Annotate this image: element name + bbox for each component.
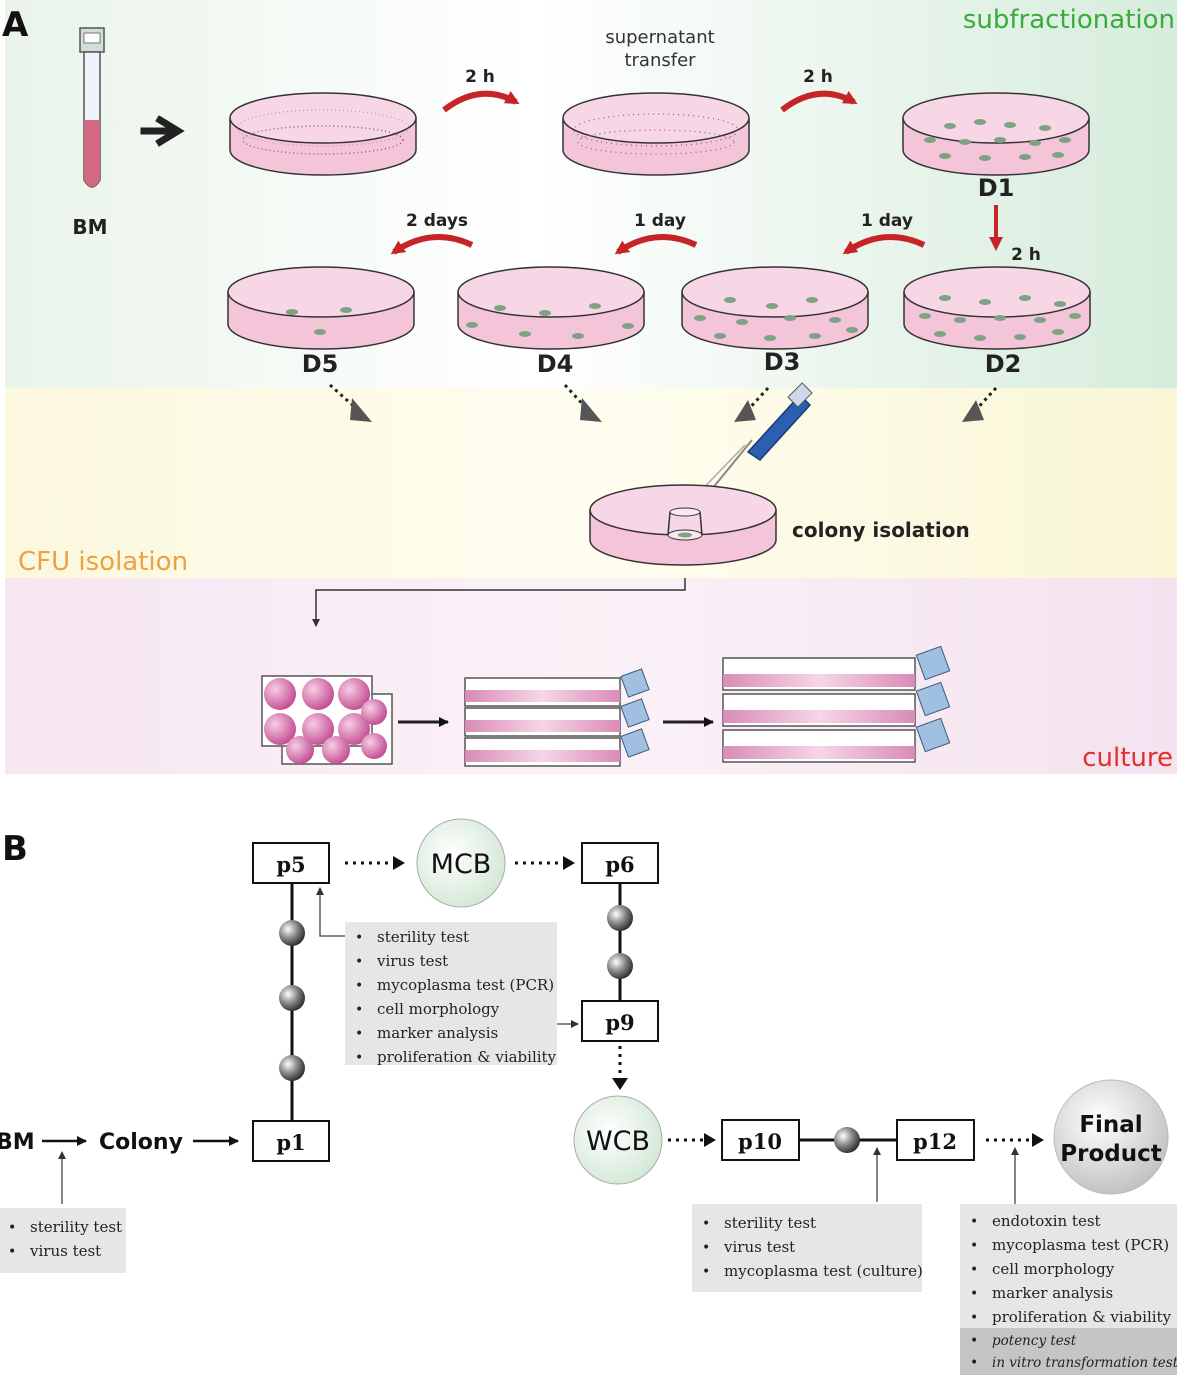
label-p12: p12 (913, 1129, 957, 1154)
red-arrow-2 (780, 90, 858, 113)
time-label-2days: 2 days (406, 211, 468, 231)
final-product-circle (1053, 1079, 1169, 1195)
label-p6: p6 (605, 852, 634, 877)
test-item: sterility test (355, 926, 551, 950)
box-p6 (581, 842, 659, 884)
test-item: cell morphology (970, 1258, 1171, 1282)
test-list-p10: sterility test virus test mycoplasma tes… (692, 1204, 923, 1292)
supernatant-label-line1: supernatant (605, 27, 714, 48)
test-item: mycoplasma test (PCR) (355, 974, 554, 998)
test-item: virus test (702, 1236, 916, 1260)
dish-2 (562, 92, 750, 176)
box-p9 (581, 1000, 659, 1042)
red-arrow-5 (842, 234, 926, 255)
supernatant-label-line2: transfer (624, 50, 696, 71)
red-arrow-3 (390, 234, 474, 255)
section-cfu-isolation: CFU isolation (18, 547, 188, 577)
pipette-icon (689, 382, 813, 503)
bm-label: BM (72, 215, 107, 239)
test-list-bm: sterility test virus test (0, 1208, 126, 1273)
test-item: potency test (970, 1330, 1171, 1352)
test-item: mycoplasma test (culture) (702, 1260, 923, 1284)
test-item: proliferation & viability (355, 1046, 556, 1070)
label-p5: p5 (276, 852, 305, 877)
test-item: sterility test (702, 1212, 916, 1236)
wcb-circle (573, 1095, 663, 1185)
dish-d3 (681, 266, 869, 350)
box-p5 (252, 842, 330, 884)
test-item: sterility test (8, 1216, 122, 1240)
label-bm-b: BM (0, 1130, 35, 1155)
box-p12 (896, 1119, 975, 1161)
test-item: in vitro transformation test (970, 1352, 1177, 1374)
connector-to-culture (312, 578, 686, 627)
box-p1 (252, 1120, 330, 1162)
dish-d1 (902, 92, 1090, 176)
label-mcb: MCB (431, 849, 492, 880)
colony-isolation-label: colony isolation (792, 518, 970, 542)
panel-b-label: B (2, 829, 28, 869)
label-final-line2: Product (1060, 1141, 1161, 1167)
dish-1 (229, 92, 417, 176)
test-item: mycoplasma test (PCR) (970, 1234, 1171, 1258)
flasks-small-icon (464, 668, 650, 767)
time-label-1day-b: 1 day (861, 211, 913, 231)
label-wcb: WCB (586, 1126, 650, 1157)
time-label-2h: 2 h (465, 67, 495, 87)
test-item: virus test (8, 1240, 120, 1264)
dish-d5 (227, 266, 415, 350)
label-p10: p10 (738, 1129, 782, 1154)
arrow-bm-to-dish (140, 115, 185, 147)
section-subfractionation: subfractionation (963, 5, 1175, 35)
test-item: marker analysis (355, 1022, 551, 1046)
bm-tube-icon (79, 27, 105, 188)
test-list-final: endotoxin test mycoplasma test (PCR) cel… (960, 1204, 1177, 1328)
test-item: virus test (355, 950, 551, 974)
test-list-final-extra: potency test in vitro transformation tes… (960, 1328, 1177, 1375)
section-culture: culture (1082, 743, 1173, 773)
label-colony: Colony (99, 1130, 183, 1155)
colony-isolation-dish (589, 484, 777, 566)
label-final-line1: Final (1079, 1112, 1142, 1138)
dish-label-d2: D2 (985, 350, 1022, 378)
mcb-circle (416, 818, 506, 908)
time-label-1day-a: 1 day (634, 211, 686, 231)
label-p9: p9 (605, 1010, 634, 1035)
label-p1: p1 (276, 1130, 305, 1155)
well-plate-icon (261, 675, 393, 765)
time-label-2h-b: 2 h (803, 67, 833, 87)
test-item: marker analysis (970, 1282, 1171, 1306)
dotted-arrowheads (350, 398, 984, 422)
red-arrow-1 (442, 90, 520, 113)
flasks-large-icon (722, 645, 951, 763)
test-list-p5: sterility test virus test mycoplasma tes… (345, 922, 557, 1066)
red-arrow-4 (614, 234, 698, 255)
dish-d2 (903, 266, 1091, 350)
pointer-p5 (316, 887, 345, 937)
test-item: endotoxin test (970, 1210, 1171, 1234)
dish-label-d3: D3 (764, 348, 801, 376)
dish-d4 (457, 266, 645, 350)
test-item: proliferation & viability (970, 1306, 1171, 1330)
dish-label-d4: D4 (537, 350, 574, 378)
dish-label-d1: D1 (978, 174, 1015, 202)
test-item: cell morphology (355, 998, 551, 1022)
box-p10 (721, 1119, 800, 1161)
panel-a-label: A (2, 5, 29, 45)
dish-label-d5: D5 (302, 350, 339, 378)
time-label-2h-c: 2 h (1011, 245, 1041, 265)
